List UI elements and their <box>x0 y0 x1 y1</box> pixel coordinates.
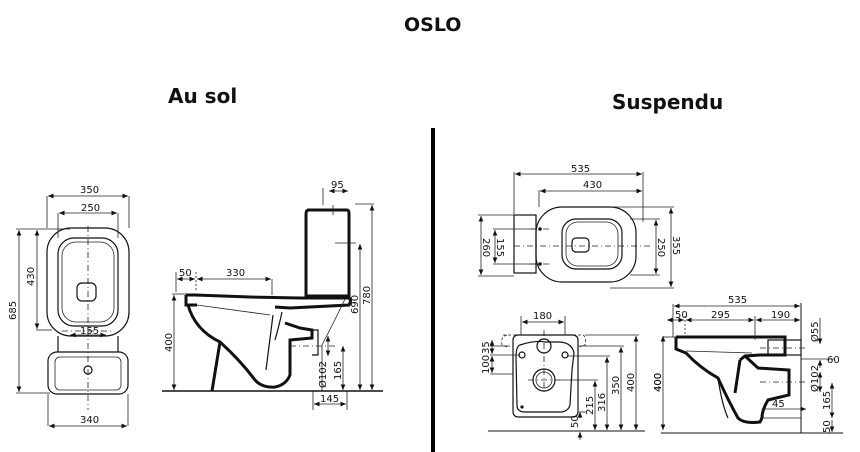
wall-model-heading: Suspendu <box>612 90 724 114</box>
dim-top-bowl-length: 430 <box>583 180 602 191</box>
dim-top-seat-width: 250 <box>655 238 666 257</box>
dim-top-overall-width: 355 <box>670 236 681 255</box>
dim-inlet-diameter: Ø55 <box>809 321 821 342</box>
dim-seat-width: 250 <box>81 203 100 214</box>
dim-side-floor-gap: 50 <box>822 420 833 433</box>
dim-side-back-length: 190 <box>771 310 790 321</box>
dim-overall-depth: 685 <box>8 301 19 320</box>
floor-front-view <box>16 193 130 429</box>
dim-top-back-width: 260 <box>480 238 491 257</box>
dim-total-height: 400 <box>653 373 664 392</box>
dim-tank-offset: 95 <box>331 180 344 191</box>
dim-tank-top-height: 690 <box>350 295 361 314</box>
dim-offset-100: 100 <box>481 355 492 374</box>
drawing-title: OSLO <box>404 14 462 36</box>
dim-side-seat-height: 400 <box>653 373 664 392</box>
dim-rear-floor-gap: 50 <box>570 415 581 428</box>
floor-model-heading: Au sol <box>168 84 238 108</box>
dim-outlet-depth: 145 <box>320 394 339 405</box>
dim-overall-height: 780 <box>362 286 373 305</box>
dim-side-outlet-height: 165 <box>822 391 833 410</box>
dim-fixing-height: 316 <box>597 393 608 412</box>
dim-seat-depth: 430 <box>26 267 37 286</box>
dim-side-bowl-length: 295 <box>711 310 730 321</box>
wall-rear-view <box>488 316 666 440</box>
dim-outlet-diameter: Ø102 <box>317 361 329 388</box>
dim-offset-35: 35 <box>481 341 492 354</box>
dim-side-outlet-depth: 45 <box>772 399 785 410</box>
dim-fixing-spacing: 155 <box>80 326 99 337</box>
dim-inlet-offset: 60 <box>827 355 840 366</box>
dim-side-outlet-diameter: Ø102 <box>809 365 821 392</box>
dim-overall-width: 350 <box>80 185 99 196</box>
dim-outlet-height: 165 <box>333 361 344 380</box>
dim-top-fixing-spacing: 155 <box>494 238 505 257</box>
dim-bowl-length: 330 <box>226 268 245 279</box>
floor-side-view <box>162 188 383 410</box>
dim-inlet-spacing: 180 <box>533 311 552 322</box>
wall-top-view <box>478 171 674 289</box>
dim-side-overall-length: 535 <box>728 295 747 306</box>
dim-rear-top-height: 400 <box>626 373 637 392</box>
dim-inlet-height: 350 <box>611 376 622 395</box>
dim-rear-outlet-height: 215 <box>585 396 596 415</box>
dim-top-overall-length: 535 <box>571 164 590 175</box>
dim-base-width: 340 <box>80 415 99 426</box>
dim-side-rim-offset: 50 <box>675 310 688 321</box>
wall-side-view <box>661 303 843 434</box>
dim-seat-height: 400 <box>164 333 175 352</box>
dim-rim-offset: 50 <box>179 268 192 279</box>
